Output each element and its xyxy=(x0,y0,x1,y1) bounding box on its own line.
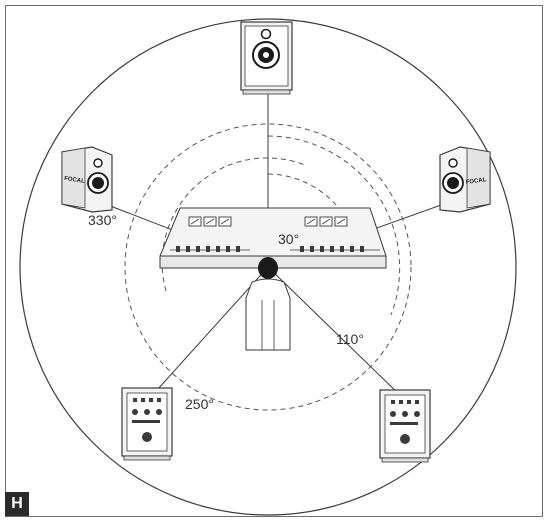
speaker-brand-left: FOCAL xyxy=(64,176,86,185)
dashed-circle-large xyxy=(124,123,412,411)
listener-figure xyxy=(245,257,291,351)
speaker-surround-left xyxy=(121,387,173,461)
speaker-center xyxy=(240,21,293,95)
angle-label-110: 110° xyxy=(336,331,364,347)
angle-label-250: 250° xyxy=(185,396,214,412)
speaker-surround-right xyxy=(379,389,431,463)
dashed-arc-250 xyxy=(161,157,306,292)
dashed-arc-110 xyxy=(267,135,401,316)
mixing-console xyxy=(159,207,387,269)
speaker-brand-right: FOCAL xyxy=(465,177,487,186)
angle-label-330: 330° xyxy=(88,212,117,228)
figure-frame xyxy=(5,5,543,517)
listener-head xyxy=(258,257,278,279)
outer-circle xyxy=(19,18,517,516)
angle-label-30: 30° xyxy=(278,231,300,247)
speaker-front-left: FOCAL xyxy=(61,146,113,213)
figure-badge: H xyxy=(5,492,29,516)
speaker-front-right: FOCAL xyxy=(439,146,491,213)
